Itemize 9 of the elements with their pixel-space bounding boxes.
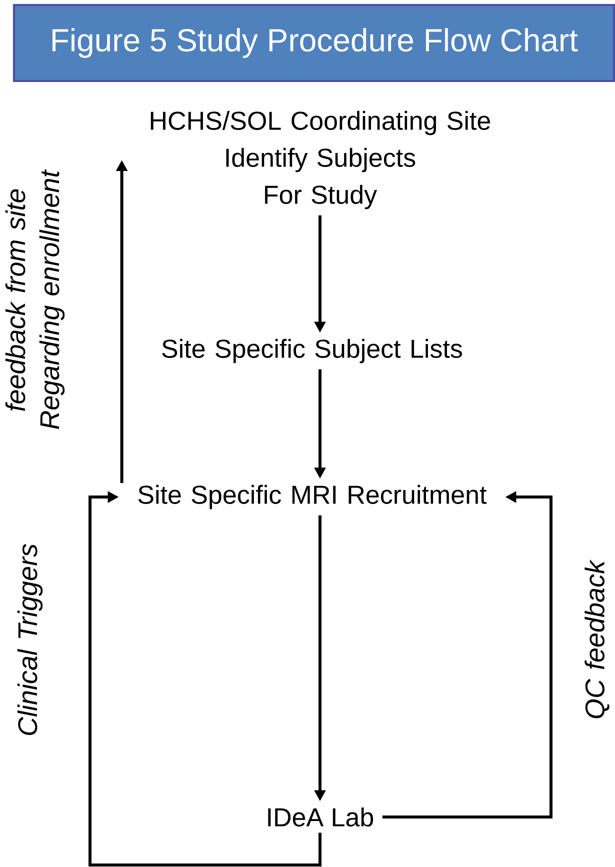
title-banner: Figure 5 Study Procedure Flow Chart	[13, 4, 615, 82]
flow-step-text: HCHS/SOL Coordinating Site Identify Subjects For Study	[150, 110, 490, 210]
flow-step-text: Site Specific MRI Recruitment	[138, 484, 487, 510]
edge-label: Clinical Triggers	[17, 544, 43, 736]
edge-label: feedback from site Regarding enrollment	[5, 169, 65, 429]
flow-step-text: Site Specific Subject Lists	[162, 338, 462, 364]
edge-label: QC feedback	[584, 559, 610, 718]
arrow	[88, 491, 322, 866]
flow-step-text: IDeA Lab	[268, 807, 374, 827]
